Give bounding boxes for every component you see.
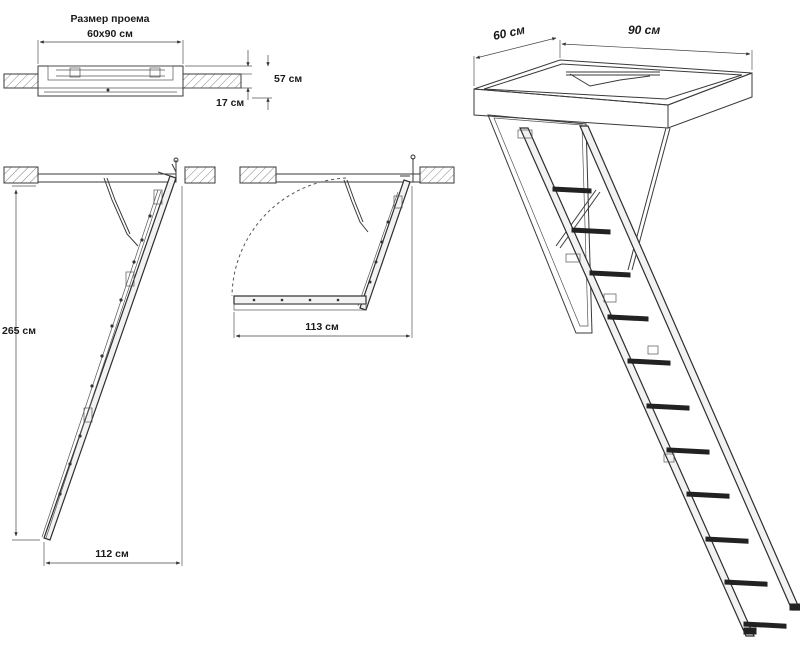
folded-swing-view: 113 см bbox=[231, 154, 455, 338]
ceiling-left-3 bbox=[239, 166, 277, 184]
ladder-left-rail bbox=[519, 127, 755, 637]
ceiling-left bbox=[3, 73, 39, 89]
swing-length-label: 113 см bbox=[305, 321, 339, 333]
hatch-lid bbox=[487, 114, 593, 334]
floor-projection-label: 112 см bbox=[95, 548, 129, 560]
closed-hatch-view: Размер проема 60x90 см 57 см 17 см bbox=[3, 13, 302, 110]
opening-title-label: Размер проема bbox=[70, 13, 149, 25]
ladder-height-label: 265 см bbox=[2, 325, 36, 337]
open-ladder-side-view: 265 см 112 см bbox=[2, 157, 216, 566]
hatch-frame bbox=[37, 65, 184, 97]
ceiling-right-3 bbox=[419, 166, 455, 184]
ceiling-left-2 bbox=[3, 166, 39, 184]
ceiling-right bbox=[182, 73, 242, 89]
ceiling-thickness-label: 17 см bbox=[216, 97, 244, 109]
ladder-steps bbox=[552, 186, 787, 629]
hatch-height-label: 57 см bbox=[274, 73, 302, 85]
box-depth-label: 60 см bbox=[492, 23, 527, 43]
ceiling-right-2 bbox=[184, 166, 216, 184]
swing-arc bbox=[231, 177, 347, 297]
box-width-label: 90 см bbox=[628, 23, 660, 37]
isometric-ladder-view: 90 см 60 см bbox=[473, 23, 800, 637]
ladder-right-rail bbox=[579, 125, 800, 611]
opening-size-label: 60x90 см bbox=[87, 28, 133, 40]
